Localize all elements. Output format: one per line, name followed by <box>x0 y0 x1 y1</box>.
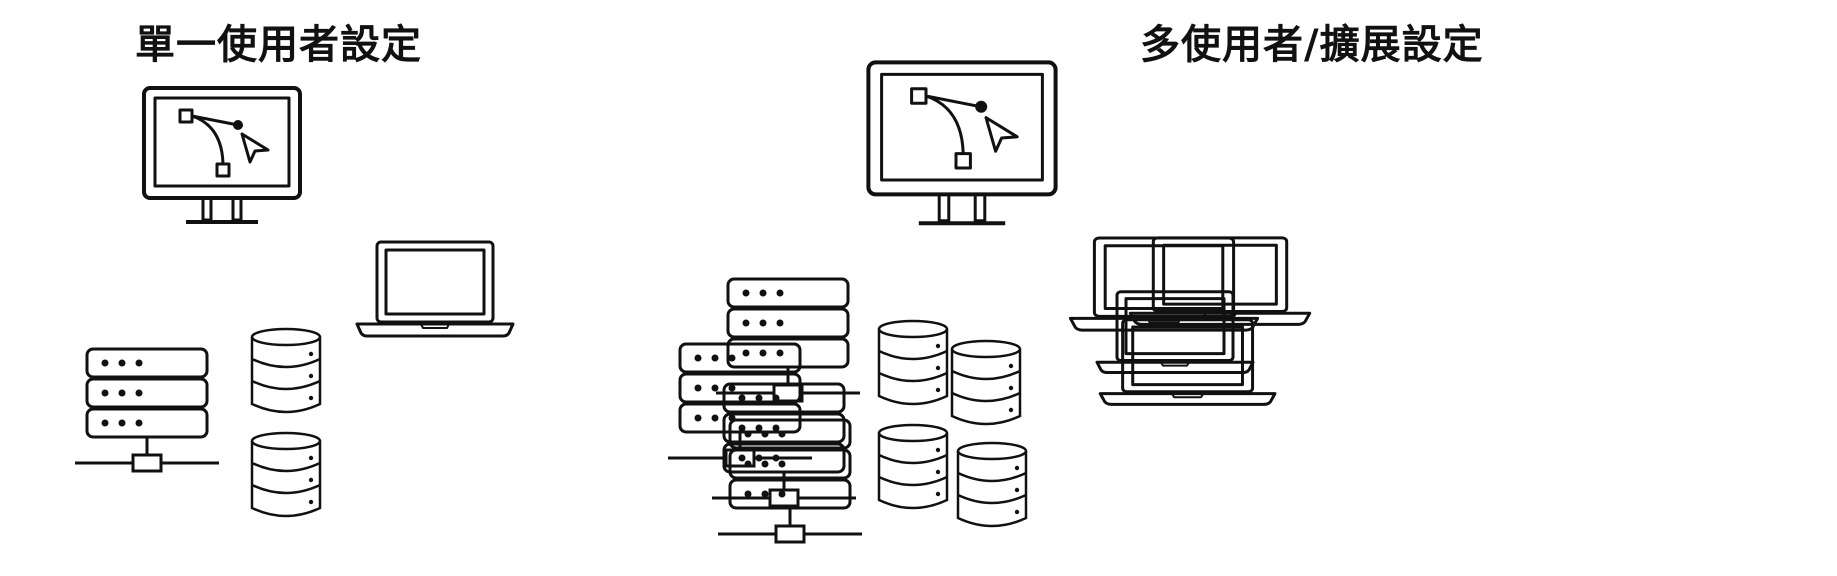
multi-databases-group <box>877 319 1028 528</box>
single-laptop-icon <box>355 240 515 338</box>
multi-user-title: 多使用者/擴展設定 <box>1140 22 1484 68</box>
single-database-icon <box>250 327 322 414</box>
single-server-icon <box>73 347 221 473</box>
single-workstation-icon <box>142 86 302 224</box>
single-database-icon-2 <box>250 431 322 518</box>
multi-servers-group <box>666 277 864 544</box>
single-user-title: 單一使用者設定 <box>135 22 422 68</box>
multi-workstation-icon <box>868 62 1055 223</box>
multi-laptops-group <box>1068 236 1312 407</box>
